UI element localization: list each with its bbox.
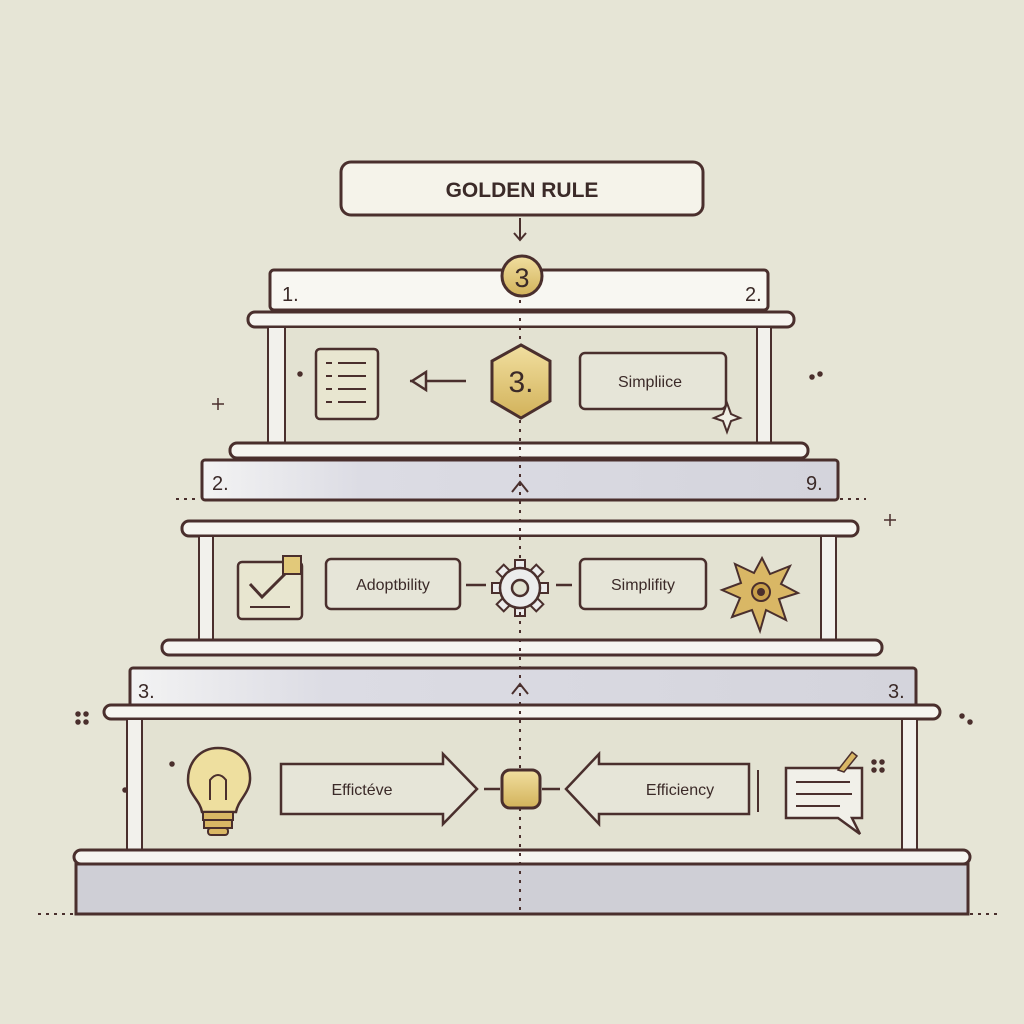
level-3-right-number: 3.	[888, 681, 905, 703]
level-2-header	[200, 458, 840, 502]
level-3-left-arrow-text: Effictéve	[331, 782, 392, 799]
checkbox-icon	[236, 555, 304, 621]
speech-bubble-icon	[784, 750, 864, 836]
level-1-base-shelf	[228, 441, 810, 460]
level-2-right-number: 9.	[806, 473, 823, 495]
level-3-left-arrow: Effictéve	[279, 750, 479, 828]
checklist-icon	[314, 347, 380, 421]
level-3-right-arrow: Efficiency	[564, 750, 751, 828]
level-2-right-box-text: Simplifity	[611, 577, 675, 594]
level-2-left-box: Adoptbility	[324, 557, 462, 611]
title-box: GOLDEN RULE	[339, 160, 705, 217]
center-node	[500, 768, 542, 810]
level-1-right-box: Simpliice	[578, 351, 728, 411]
level-2: 2. 9. Adoptbility	[160, 458, 884, 657]
level-1-left-post	[267, 326, 286, 446]
level-1-right-number: 2.	[745, 284, 762, 306]
level-2-left-post	[198, 535, 214, 641]
hex-badge: 3.	[490, 343, 552, 420]
lightbulb-icon	[186, 746, 252, 836]
level-2-base-shelf	[160, 638, 884, 657]
level-3-shelf	[102, 703, 942, 721]
circle-badge: 3	[500, 254, 544, 298]
level-3-left-post	[126, 718, 143, 851]
level-2-left-box-text: Adoptbility	[356, 577, 430, 594]
level-1-right-post	[756, 326, 772, 446]
level-1-right-box-text: Simpliice	[618, 374, 682, 391]
hex-badge-text: 3.	[508, 366, 533, 399]
level-2-right-box: Simplifity	[578, 557, 708, 611]
level-3-right-post	[901, 718, 918, 851]
circle-badge-text: 3	[514, 263, 529, 293]
level-2-right-post	[820, 535, 837, 641]
level-1-left-number: 1.	[282, 284, 299, 306]
decorative-marks	[75, 371, 973, 793]
level-3-right-arrow-text: Efficiency	[646, 782, 714, 799]
sun-gear-icon	[719, 555, 801, 635]
sparkle-icon	[711, 400, 743, 435]
level-3: 3. 3. Effictéve Efficiency	[72, 666, 972, 916]
title-text: GOLDEN RULE	[446, 179, 599, 202]
title-arrow	[513, 218, 527, 242]
level-1: 1. 2. 3. Simpliic	[228, 268, 810, 460]
level-1-arrow-left	[409, 369, 466, 393]
base-block	[74, 862, 970, 916]
level-3-base-shelf	[72, 848, 972, 866]
side-guides	[38, 498, 1000, 915]
central-axis	[511, 300, 529, 914]
level-2-left-number: 2.	[212, 473, 229, 495]
level-3-left-number: 3.	[138, 681, 155, 703]
gear-icon	[491, 559, 549, 617]
